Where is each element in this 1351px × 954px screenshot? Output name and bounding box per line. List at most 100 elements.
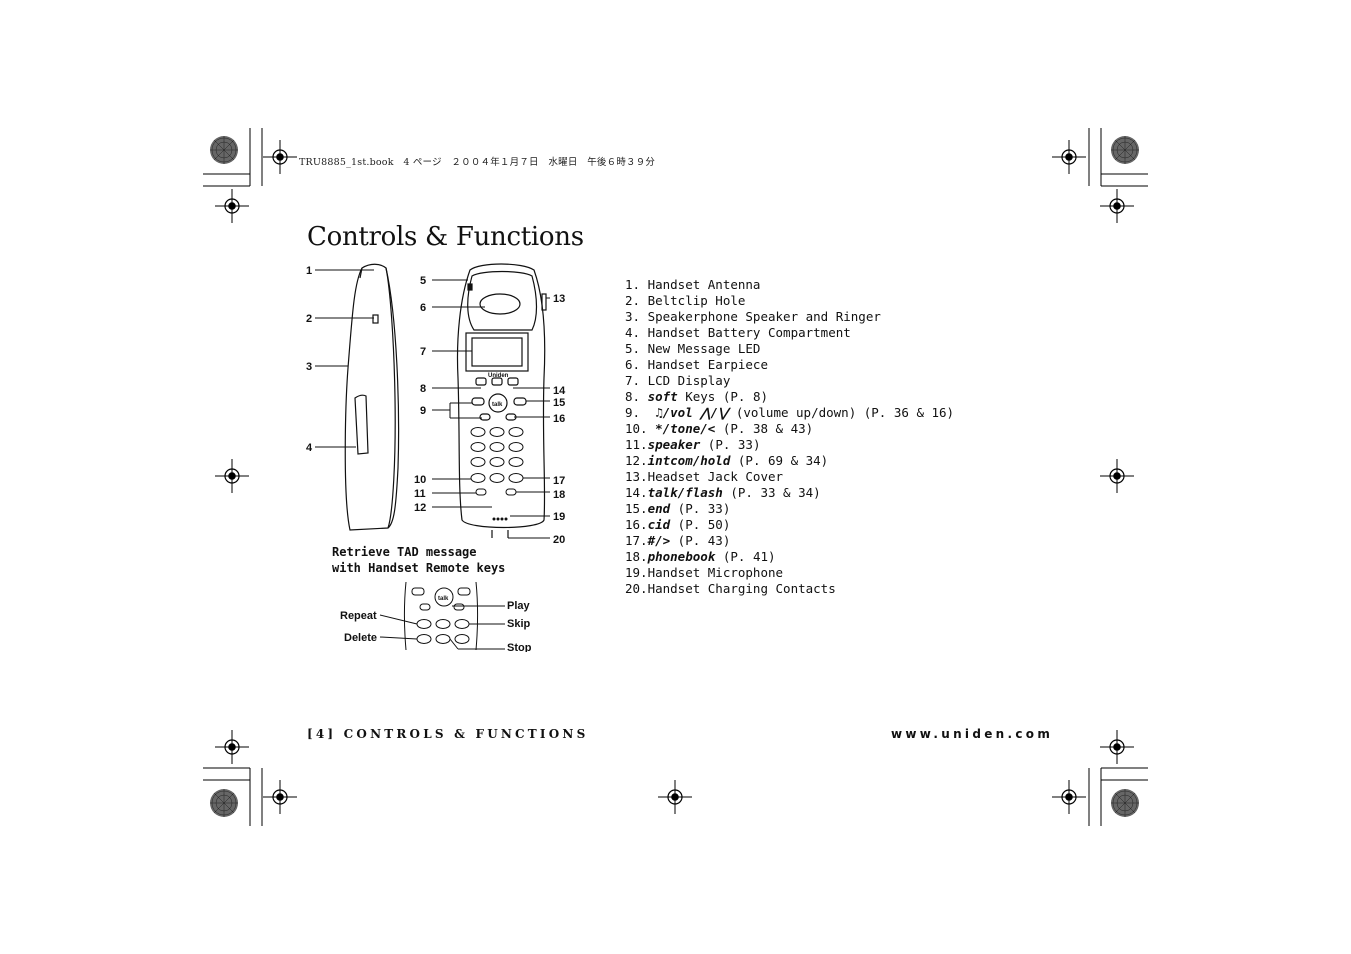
list-item-keyword: */tone/<: [655, 421, 716, 436]
list-item-number: 14.: [625, 485, 648, 500]
callout-2: 2: [306, 313, 312, 325]
callout-4: 4: [306, 442, 313, 454]
list-item: 3. Speakerphone Speaker and Ringer: [625, 309, 954, 325]
callout-12: 12: [414, 502, 426, 514]
callout-8: 8: [420, 383, 426, 395]
remote-skip-label: Skip: [507, 618, 531, 630]
remote-talk-key-label: talk: [438, 596, 449, 602]
list-item: 8. soft Keys (P. 8): [625, 389, 954, 405]
list-item-number: 4.: [625, 325, 648, 340]
list-item-text: (P. 33 & 34): [722, 485, 821, 500]
list-item: 20.Handset Charging Contacts: [625, 581, 954, 597]
talk-key-label: talk: [492, 402, 503, 408]
list-item-text: Beltclip Hole: [647, 293, 746, 308]
registration-burst-icon: [1110, 135, 1140, 165]
registration-crosshair-icon: [1099, 458, 1135, 494]
list-item-text: (P. 38 & 43): [715, 421, 814, 436]
uniden-logo: Uniden: [488, 373, 509, 379]
side-callout-lines: [315, 269, 374, 448]
list-item-keyword: end: [647, 501, 671, 516]
list-item-text: Headset Jack Cover: [647, 469, 784, 484]
list-item: 16.cid (P. 50): [625, 517, 954, 533]
list-item-keyword: #/>: [647, 533, 671, 548]
list-item: 2. Beltclip Hole: [625, 293, 954, 309]
list-item-text: Speakerphone Speaker and Ringer: [647, 309, 881, 324]
list-item-number: 9.: [625, 405, 656, 420]
handset-diagram: 1 2 3 4 Uniden: [306, 263, 566, 546]
list-item: 17.#/> (P. 43): [625, 533, 954, 549]
list-item: 19.Handset Microphone: [625, 565, 954, 581]
list-item: 18.phonebook (P. 41): [625, 549, 954, 565]
registration-burst-icon: [1110, 788, 1140, 818]
list-item: 11.speaker (P. 33): [625, 437, 954, 453]
callout-3: 3: [306, 361, 312, 373]
list-item: 9. ♫/vol ⋀/⋁ (volume up/down) (P. 36 & 1…: [625, 405, 954, 421]
list-item-number: 3.: [625, 309, 648, 324]
list-item-number: 6.: [625, 357, 648, 372]
page-title: Controls & Functions: [307, 222, 584, 252]
list-item-number: 10.: [625, 421, 656, 436]
list-item-text: Keys (P. 8): [677, 389, 768, 404]
list-item-keyword: talk/flash: [647, 485, 723, 500]
list-item-keyword: intcom/hold: [647, 453, 731, 468]
callout-11: 11: [414, 488, 426, 500]
list-item-text: New Message LED: [647, 341, 761, 356]
list-item-number: 18.: [625, 549, 648, 564]
list-item-number: 17.: [625, 533, 648, 548]
list-item: 6. Handset Earpiece: [625, 357, 954, 373]
remote-delete-label: Delete: [344, 632, 377, 644]
registration-crosshair-icon: [214, 188, 250, 224]
list-item-number: 16.: [625, 517, 648, 532]
list-item-text: (P. 41): [715, 549, 776, 564]
list-item-text: Handset Charging Contacts: [647, 581, 836, 596]
registration-crosshair-icon: [1099, 188, 1135, 224]
list-item-text: (P. 50): [670, 517, 731, 532]
list-item: 13.Headset Jack Cover: [625, 469, 954, 485]
list-item-number: 8.: [625, 389, 648, 404]
list-item: 14.talk/flash (P. 33 & 34): [625, 485, 954, 501]
list-item-number: 2.: [625, 293, 648, 308]
list-item-text: (P. 33): [670, 501, 731, 516]
registration-crosshair-icon: [214, 458, 250, 494]
callout-10: 10: [414, 474, 426, 486]
list-item-number: 1.: [625, 277, 648, 292]
list-item-text: Handset Antenna: [647, 277, 761, 292]
list-item-number: 20.: [625, 581, 648, 596]
callout-5: 5: [420, 275, 426, 287]
list-item-number: 19.: [625, 565, 648, 580]
callout-16: 16: [553, 413, 565, 425]
registration-crosshair-icon: [214, 729, 250, 765]
list-item-number: 11.: [625, 437, 648, 452]
retrieve-tad-caption: Retrieve TAD message with Handset Remote…: [332, 544, 505, 576]
list-item-number: 7.: [625, 373, 648, 388]
print-header-line: TRU8885_1st.book 4 ページ ２００４年１月７日 水曜日 午後６…: [299, 157, 656, 168]
registration-crosshair-icon: [262, 139, 298, 175]
front-callout-lines: [432, 279, 550, 539]
list-item-keyword: ♫/vol ⋀/⋁: [655, 405, 729, 420]
remote-repeat-label: Repeat: [340, 610, 377, 622]
callout-9: 9: [420, 405, 426, 417]
list-item-text: Handset Microphone: [647, 565, 784, 580]
list-item-text: (P. 43): [670, 533, 731, 548]
registration-crosshair-icon: [1051, 779, 1087, 815]
callout-7: 7: [420, 346, 426, 358]
registration-burst-icon: [209, 788, 239, 818]
remote-stop-label: Stop: [507, 642, 532, 652]
registration-burst-icon: [209, 135, 239, 165]
list-item-keyword: soft: [647, 389, 678, 404]
list-item-number: 15.: [625, 501, 648, 516]
callout-20: 20: [553, 534, 565, 546]
callout-13: 13: [553, 293, 565, 305]
callout-6: 6: [420, 302, 426, 314]
list-item-text: (volume up/down) (P. 36 & 16): [728, 405, 955, 420]
callout-19: 19: [553, 511, 565, 523]
remote-keys-diagram: talk Repeat Delete Play Skip Stop: [340, 582, 532, 652]
list-item-keyword: speaker: [647, 437, 701, 452]
list-item: 12.intcom/hold (P. 69 & 34): [625, 453, 954, 469]
remote-play-label: Play: [507, 600, 531, 612]
list-item-keyword: cid: [647, 517, 671, 532]
retrieve-line-2: with Handset Remote keys: [332, 561, 506, 575]
callout-1: 1: [306, 265, 312, 277]
